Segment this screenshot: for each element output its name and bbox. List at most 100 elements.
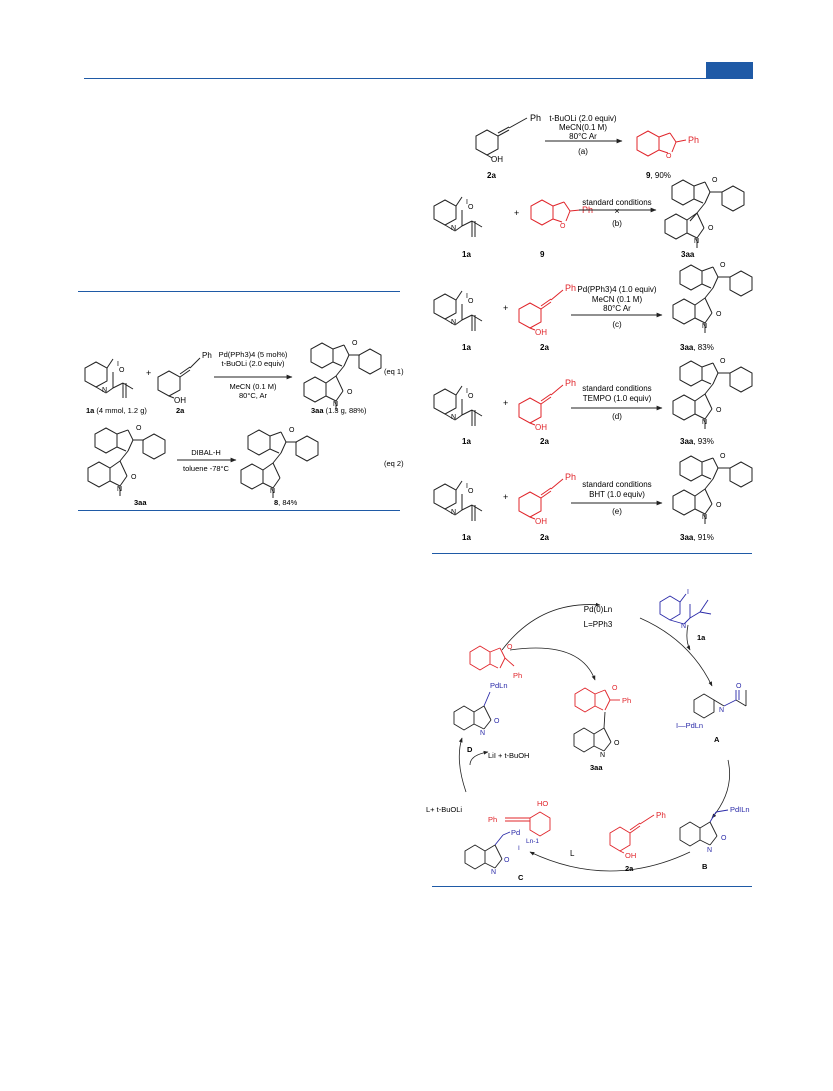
scheme-d-1a-o: O — [468, 393, 474, 400]
scheme-e-product — [672, 455, 753, 524]
scheme-b-o: O — [560, 223, 566, 230]
scheme-a-prod-ph: Ph — [688, 135, 699, 145]
eq1-1a-o: O — [119, 367, 125, 374]
scheme-a-label: (a) — [578, 147, 588, 156]
scheme-e-prod-n: N — [702, 514, 707, 521]
mech-A-ipdln: I—PdLn — [676, 721, 703, 730]
scheme-e-l2: 2a — [540, 533, 549, 542]
scheme-c-plus: + — [503, 303, 508, 313]
mech-3aa-ph: Ph — [622, 696, 631, 705]
scheme-c-1a-n: N — [451, 319, 456, 326]
mech-D-o-red: O — [507, 644, 513, 651]
scheme-d-prod-n: N — [702, 419, 707, 426]
mech-3aa-o-red: O — [612, 685, 618, 692]
rule-left-top — [78, 291, 400, 292]
eq1-caption1: 1a (4 mmol, 1.2 g) — [86, 406, 147, 415]
scheme-e-1a-o: O — [468, 488, 474, 495]
scheme-b-cond1: standard conditions — [582, 198, 651, 207]
eq1-ph: Ph — [202, 351, 212, 360]
eq2-sm-n: N — [117, 486, 122, 493]
mech-l-D: D — [467, 745, 473, 754]
scheme-c-label: (c) — [612, 320, 622, 329]
eq1-cond2: t-BuOLi (2.0 equiv) — [222, 359, 285, 368]
scheme-c-prod-n: N — [702, 323, 707, 330]
scheme-e-cond2: BHT (1.0 equiv) — [589, 490, 645, 499]
mech-1a-n: N — [681, 623, 686, 630]
mech-B-o: O — [721, 835, 727, 842]
mech-D-red — [469, 645, 515, 671]
scheme-a-sub-oh: OH — [491, 155, 503, 164]
scheme-b-l1: 1a — [462, 250, 471, 259]
eq1-l1: 1a — [86, 406, 95, 415]
eq2-l2-detail: , 84% — [278, 498, 298, 507]
scheme-d-oh: OH — [535, 423, 547, 432]
mech-C-ln1: Ln-1 — [526, 838, 539, 845]
scheme-b-prod-o2: O — [712, 177, 718, 184]
scheme-e-1a-n: N — [451, 509, 456, 516]
scheme-e-label: (e) — [612, 507, 622, 516]
mech-catalyst: Pd(0)Ln — [584, 605, 612, 614]
scheme-d-l1: 1a — [462, 437, 471, 446]
scheme-a — [475, 117, 528, 159]
eq2-prod-n: N — [270, 488, 275, 495]
mech-l-1a: 1a — [697, 633, 706, 642]
mech-C-red — [505, 811, 551, 837]
eq1-1a-n: N — [102, 387, 107, 394]
scheme-d-cond2: TEMPO (1.0 equiv) — [583, 394, 652, 403]
scheme-c — [433, 290, 483, 331]
header-tab — [706, 62, 753, 78]
scheme-d-label: (d) — [612, 412, 622, 421]
eq2-sm-o: O — [131, 474, 137, 481]
mech-cycle-arrows — [458, 602, 731, 872]
mech-l-C: C — [518, 873, 524, 882]
scheme-b-1a-o: O — [468, 204, 474, 211]
scheme-c-cond1: Pd(PPh3)4 (1.0 equiv) — [577, 285, 656, 294]
mech-C-pd: Pd — [511, 828, 520, 837]
mech-D-o: O — [494, 718, 500, 725]
scheme-a-prod-label: 9 — [646, 171, 651, 180]
eq1-plus: + — [146, 368, 151, 378]
scheme-b-1a-i: I — [466, 199, 468, 206]
scheme-e-cond1: standard conditions — [582, 480, 651, 489]
mech-3aa — [573, 711, 612, 753]
scheme-a-cond1: t-BuOLi (2.0 equiv) — [549, 114, 616, 123]
mech-1a-i: I — [687, 589, 689, 596]
mech-C-o: O — [504, 857, 510, 864]
scheme-e-yield: , 91% — [693, 533, 713, 542]
eq2-cond2: toluene -78°C — [183, 464, 230, 473]
header-rule — [84, 78, 753, 79]
mech-l-A: A — [714, 735, 720, 744]
scheme-a-cond2: MeCN(0.1 M) — [559, 123, 607, 132]
mech-A-blue — [723, 690, 740, 707]
mech-D-ph: Ph — [513, 671, 522, 680]
scheme-c-cond2: MeCN (0.1 M) — [592, 295, 643, 304]
scheme-c-caption: 3aa, 83% — [680, 343, 714, 352]
scheme-a-prod-caption: 9, 90% — [646, 171, 671, 180]
scheme-d-prod-o2: O — [720, 358, 726, 365]
eq1-1a-i: I — [117, 361, 119, 368]
eq1-cond4: 80°C, Ar — [239, 391, 268, 400]
mech-C-ho: HO — [537, 799, 548, 808]
scheme-d-caption: 3aa, 93% — [680, 437, 714, 446]
scheme-b-1a-n: N — [451, 225, 456, 232]
eq2-scheme — [87, 427, 319, 498]
scheme-a-sub-label: 2a — [487, 171, 496, 180]
mech-B-pdiln: PdILn — [730, 805, 750, 814]
scheme-e-prod-o2: O — [720, 453, 726, 460]
scheme-c-l2: 2a — [540, 343, 549, 352]
scheme-c-l1: 1a — [462, 343, 471, 352]
scheme-d-2a — [518, 384, 564, 426]
mech-A — [693, 690, 747, 719]
scheme-c-ph: Ph — [565, 283, 576, 293]
mech-L: L — [570, 849, 575, 858]
scheme-b-product — [664, 179, 745, 248]
mech-2a — [609, 814, 655, 854]
scheme-d-1a-n: N — [451, 414, 456, 421]
mech-3aa-red — [574, 687, 620, 713]
scheme-e-plus: + — [503, 492, 508, 502]
eq1-cond1: Pd(PPh3)4 (5 mol%) — [219, 350, 288, 359]
mech-libuo: L+ t-BuOLi — [426, 805, 462, 814]
mech-D-n: N — [480, 730, 485, 737]
mech-D-pdln: PdLn — [490, 681, 508, 690]
